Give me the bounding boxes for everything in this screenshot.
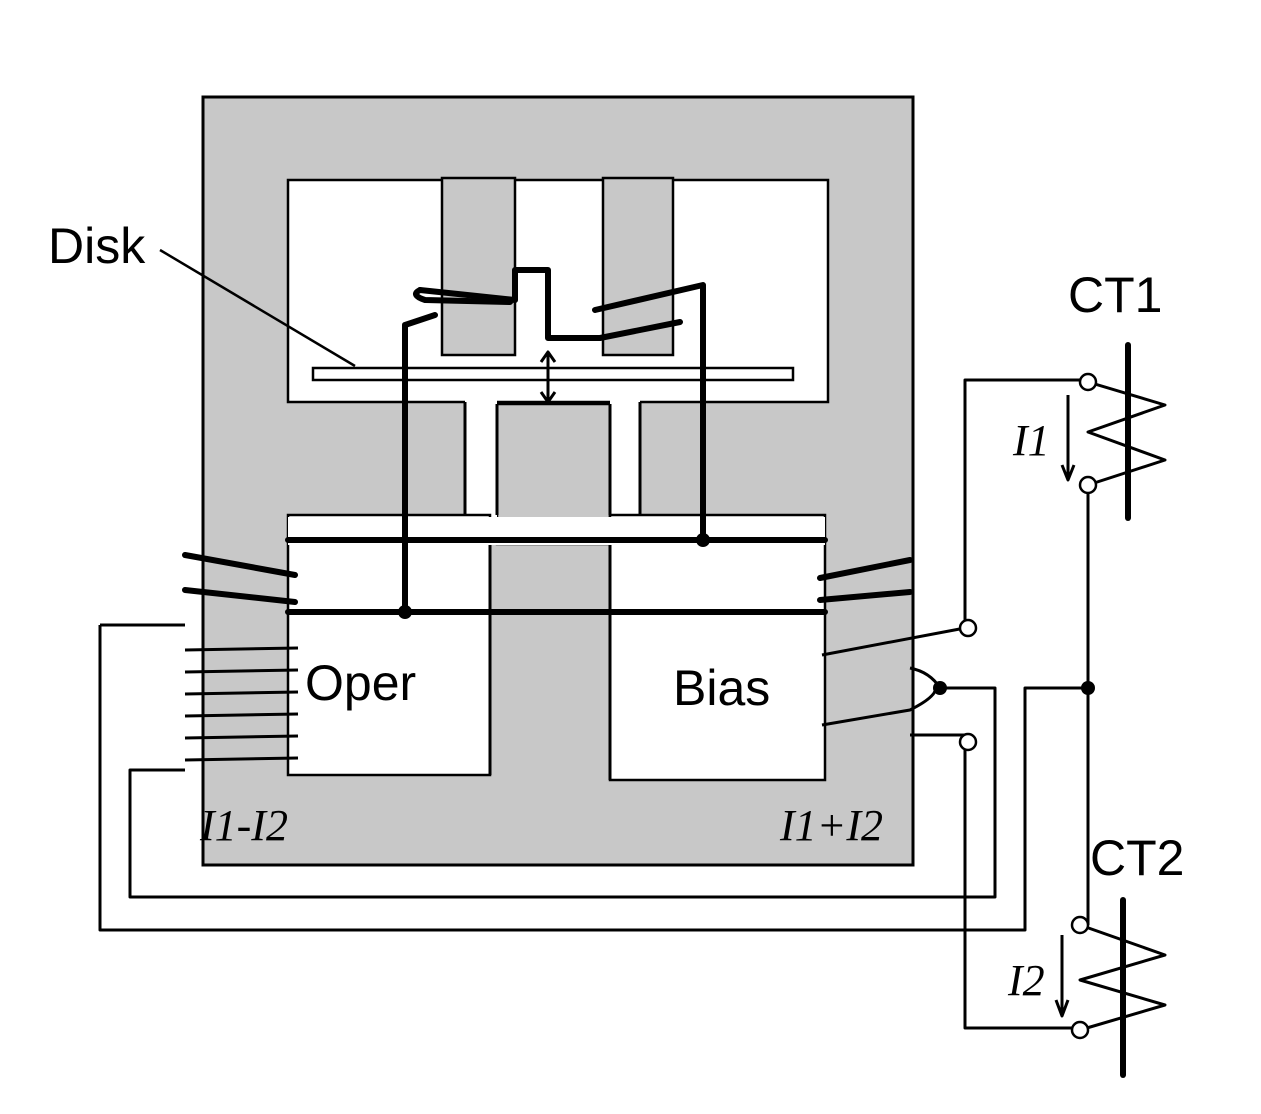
oper-label: Oper	[305, 655, 416, 711]
ct1-label: CT1	[1068, 267, 1162, 323]
oper-current-label: I1-I2	[199, 801, 288, 850]
magnetic-core	[201, 95, 915, 867]
bias-label: Bias	[673, 660, 770, 716]
upper-coil-wiring	[285, 267, 828, 619]
ct2	[1054, 897, 1167, 1078]
bias-current-label: I1+I2	[779, 801, 883, 850]
ct1	[1060, 342, 1167, 925]
disk-label: Disk	[48, 218, 146, 274]
i1-label: I1	[1012, 416, 1050, 465]
ct2-label: CT2	[1090, 830, 1184, 886]
disk-leader-line	[159, 248, 356, 368]
operating-coil	[98, 552, 1085, 932]
i2-label: I2	[1007, 956, 1045, 1005]
disk	[159, 248, 795, 404]
bias-coil	[817, 378, 1088, 1030]
